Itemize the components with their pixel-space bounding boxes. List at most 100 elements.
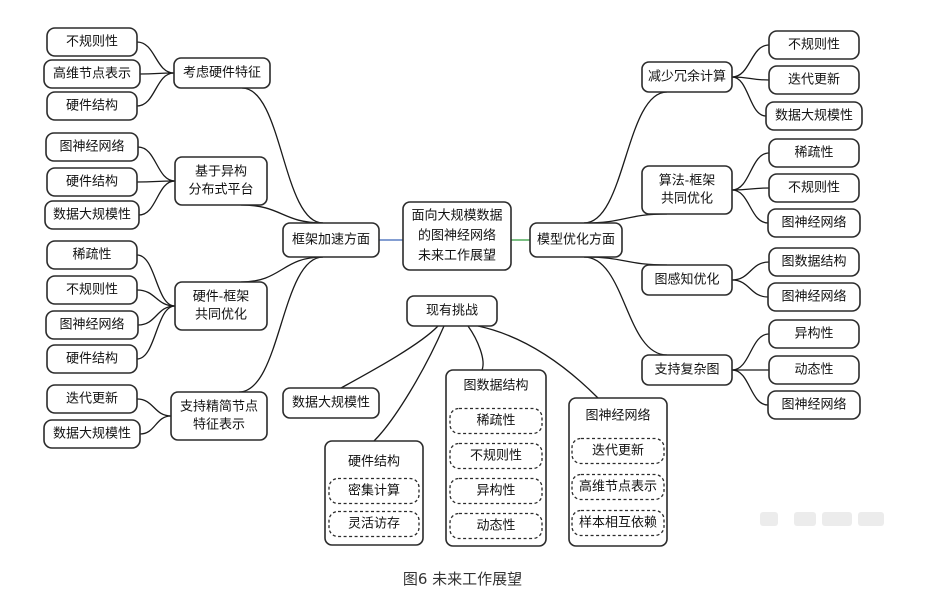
right-group-3-item-1-frame — [768, 247, 860, 277]
left-group-2-item-2-frame — [46, 167, 138, 197]
left-group-2-item-3-label: 数据大规模性 — [53, 208, 131, 223]
right-group-2-item-1-edge — [731, 152, 770, 191]
right-group-2-item-3-edge — [731, 189, 769, 224]
left-group-1-item-3-label: 硬件结构 — [66, 99, 118, 114]
left-group-2-label: 分布式平台 — [188, 183, 253, 198]
challenge-gnn-item-3-frame — [571, 509, 665, 537]
right-branch-to-group-1-edge — [583, 91, 668, 224]
right-group-4-item-2-frame — [768, 355, 860, 385]
left-group-1-frame — [173, 57, 271, 89]
left-branch-to-group-1-edge — [241, 87, 324, 224]
challenge-gnn-item-1-frame — [571, 437, 665, 465]
right-group-2-label: 共同优化 — [661, 192, 713, 207]
blurred-watermark — [760, 506, 890, 532]
challenge-hardware-item-1-label: 密集计算 — [348, 483, 400, 499]
challenge-hardware-item-2-label: 灵活访存 — [348, 517, 400, 532]
left-group-1-item-2-frame — [43, 59, 141, 89]
challenge-gnn-group-frame — [568, 397, 668, 547]
challenge-graph-data-item-1-frame — [449, 407, 543, 435]
right-group-1-item-1-edge — [731, 44, 770, 78]
challenge-graph-data-group-label: 图数据结构 — [463, 379, 528, 394]
left-group-2-item-1-label: 图神经网络 — [59, 139, 124, 155]
challenge-gnn-item-1: 迭代更新 — [571, 437, 665, 465]
challenges-node-label: 现有挑战 — [426, 304, 478, 319]
right-group-1-item-1: 不规则性 — [768, 30, 860, 60]
center-node-frame — [402, 201, 512, 271]
right-group-1: 减少冗余计算 — [641, 61, 733, 93]
left-branch-node-label: 框架加速方面 — [292, 232, 370, 248]
left-group-2-label: 基于异构 — [195, 165, 247, 180]
left-group-3-item-1-frame — [46, 240, 138, 270]
left-group-3-item-2-frame — [46, 275, 138, 305]
left-group-2-item-1-frame — [45, 132, 139, 162]
right-group-2-item-2-label: 不规则性 — [788, 181, 840, 196]
right-group-3-item-1: 图数据结构 — [768, 247, 860, 277]
challenge-data-scale-frame — [282, 387, 380, 419]
right-group-3-item-2-frame — [767, 282, 861, 312]
right-group-2-item-1: 稀疏性 — [768, 138, 860, 168]
challenges-node-frame — [406, 295, 498, 327]
right-group-4: 支持复杂图 — [641, 354, 733, 386]
left-group-1-item-3-frame — [46, 91, 138, 121]
left-group-2-item-2-label: 硬件结构 — [66, 175, 118, 190]
left-group-1-item-1: 不规则性 — [46, 27, 138, 57]
challenge-hardware-item-1: 密集计算 — [328, 477, 420, 505]
left-group-4-item-2-label: 数据大规模性 — [53, 427, 131, 442]
right-group-4-item-1-frame — [768, 319, 860, 349]
challenges-to-hardware-edge — [373, 325, 445, 442]
challenge-gnn-item-2-label: 高维节点表示 — [579, 479, 657, 495]
challenge-gnn-item-2-frame — [571, 473, 665, 501]
right-group-3-item-2-edge — [731, 279, 769, 298]
left-group-3-item-2: 不规则性 — [46, 275, 138, 305]
left-group-3-label: 硬件-框架 — [193, 290, 249, 305]
left-group-3-item-3-label: 图神经网络 — [59, 317, 124, 333]
center-node-label: 面向大规模数据 — [411, 208, 502, 224]
left-group-3-item-1: 稀疏性 — [46, 240, 138, 270]
right-group-1-item-2-label: 迭代更新 — [788, 72, 840, 88]
left-group-4-item-1-label: 迭代更新 — [66, 391, 118, 407]
right-group-3-item-1-label: 图数据结构 — [781, 255, 846, 270]
challenge-hardware-group-label: 硬件结构 — [348, 455, 400, 470]
challenges-to-graph-data-edge — [467, 325, 484, 371]
right-group-3-label: 图感知优化 — [654, 272, 719, 288]
right-group-4-item-3: 图神经网络 — [767, 390, 861, 420]
left-group-3-item-3-frame — [45, 310, 139, 340]
left-group-4-item-1-frame — [46, 384, 138, 414]
right-group-2-frame — [641, 165, 733, 215]
center-node-label: 的图神经网络 — [418, 228, 496, 244]
left-group-2-item-1-edge — [137, 146, 176, 182]
left-group-2-frame — [174, 156, 268, 206]
left-group-3-item-2-label: 不规则性 — [66, 283, 118, 298]
left-group-3-item-4-label: 硬件结构 — [66, 352, 118, 367]
challenge-data-scale-label: 数据大规模性 — [292, 396, 370, 411]
right-group-1-frame — [641, 61, 733, 93]
right-group-4-item-3-frame — [767, 390, 861, 420]
right-group-4-label: 支持复杂图 — [654, 363, 719, 378]
challenge-graph-data-item-4-frame — [449, 512, 543, 540]
right-group-2-item-3-frame — [767, 208, 861, 238]
left-group-1-item-2-label: 高维节点表示 — [53, 66, 131, 82]
right-group-1-item-3-label: 数据大规模性 — [775, 109, 853, 124]
left-group-4-item-2-edge — [139, 415, 172, 435]
right-branch-node-label: 模型优化方面 — [537, 232, 615, 248]
right-branch-node: 模型优化方面 — [529, 222, 623, 258]
left-group-3-item-4-frame — [46, 344, 138, 374]
right-group-4-item-3-edge — [731, 369, 769, 406]
right-group-1-item-1-frame — [768, 30, 860, 60]
challenge-graph-data-item-1: 稀疏性 — [449, 407, 543, 435]
right-group-1-item-1-label: 不规则性 — [788, 38, 840, 53]
right-group-2-item-2: 不规则性 — [768, 173, 860, 203]
left-group-3-item-1-label: 稀疏性 — [72, 248, 111, 263]
left-group-4-label: 特征表示 — [193, 418, 245, 433]
right-group-1-item-3-edge — [731, 76, 767, 117]
challenge-graph-data-item-1-label: 稀疏性 — [476, 414, 515, 429]
challenge-gnn-group-label: 图神经网络 — [585, 408, 650, 424]
left-branch-node: 框架加速方面 — [282, 222, 380, 258]
right-group-4-item-2: 动态性 — [768, 355, 860, 385]
challenge-graph-data-item-2-label: 不规则性 — [470, 449, 522, 464]
challenges-node: 现有挑战 — [406, 295, 498, 327]
mind-map-diagram: 面向大规模数据的图神经网络未来工作展望框架加速方面模型优化方面考虑硬件特征不规则… — [43, 27, 863, 547]
left-group-1-item-1-label: 不规则性 — [66, 35, 118, 50]
